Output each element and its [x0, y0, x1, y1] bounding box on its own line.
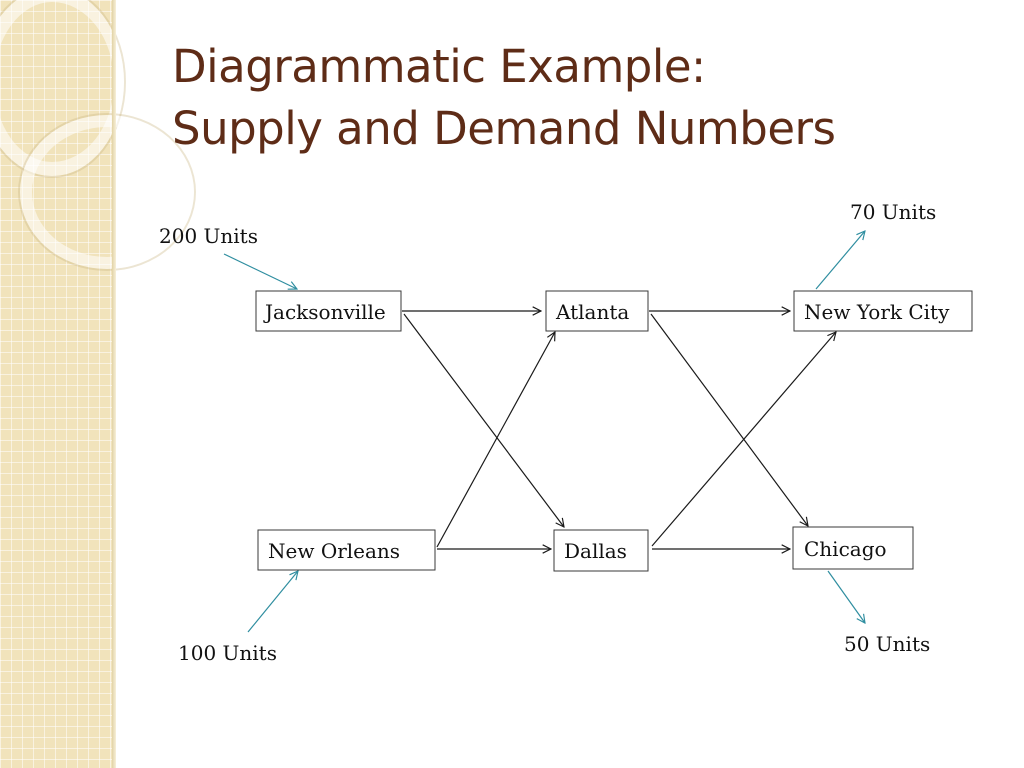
node-atlanta: Atlanta [545, 290, 649, 332]
edge-new-orleans-atlanta [436, 332, 555, 548]
edge-jacksonville-dallas [403, 313, 564, 527]
demand-label-chicago: 50 Units [844, 632, 930, 656]
side-band-edge [112, 0, 116, 768]
demand-arrow-new-york-city [815, 231, 865, 290]
demand-label-new-york-city: 70 Units [850, 200, 936, 224]
edge-dallas-new-york-city [651, 332, 836, 547]
edges [402, 311, 836, 549]
supply-arrow-new-orleans [247, 571, 298, 633]
demand-arrow-chicago [827, 570, 865, 623]
title-line-1: Diagrammatic Example: [172, 40, 706, 93]
node-jacksonville: Jacksonville [255, 290, 402, 332]
slide-title: Diagrammatic Example: Supply and Demand … [172, 36, 992, 160]
node-label: Atlanta [555, 300, 629, 324]
supply-arrow-jacksonville [223, 253, 297, 289]
supply-label-jacksonville: 200 Units [159, 224, 258, 248]
title-line-2: Supply and Demand Numbers [172, 102, 836, 155]
node-new-york-city: New York City [793, 290, 973, 332]
flow-arrows [223, 231, 865, 633]
node-label: Chicago [804, 537, 887, 561]
edge-atlanta-chicago [650, 313, 808, 526]
node-label: New Orleans [268, 539, 400, 563]
supply-label-new-orleans: 100 Units [178, 641, 277, 665]
node-chicago: Chicago [792, 526, 914, 570]
node-label: Jacksonville [263, 300, 386, 324]
node-label: New York City [804, 300, 950, 324]
node-dallas: Dallas [553, 529, 649, 572]
node-new-orleans: New Orleans [257, 529, 436, 571]
node-label: Dallas [564, 539, 627, 563]
